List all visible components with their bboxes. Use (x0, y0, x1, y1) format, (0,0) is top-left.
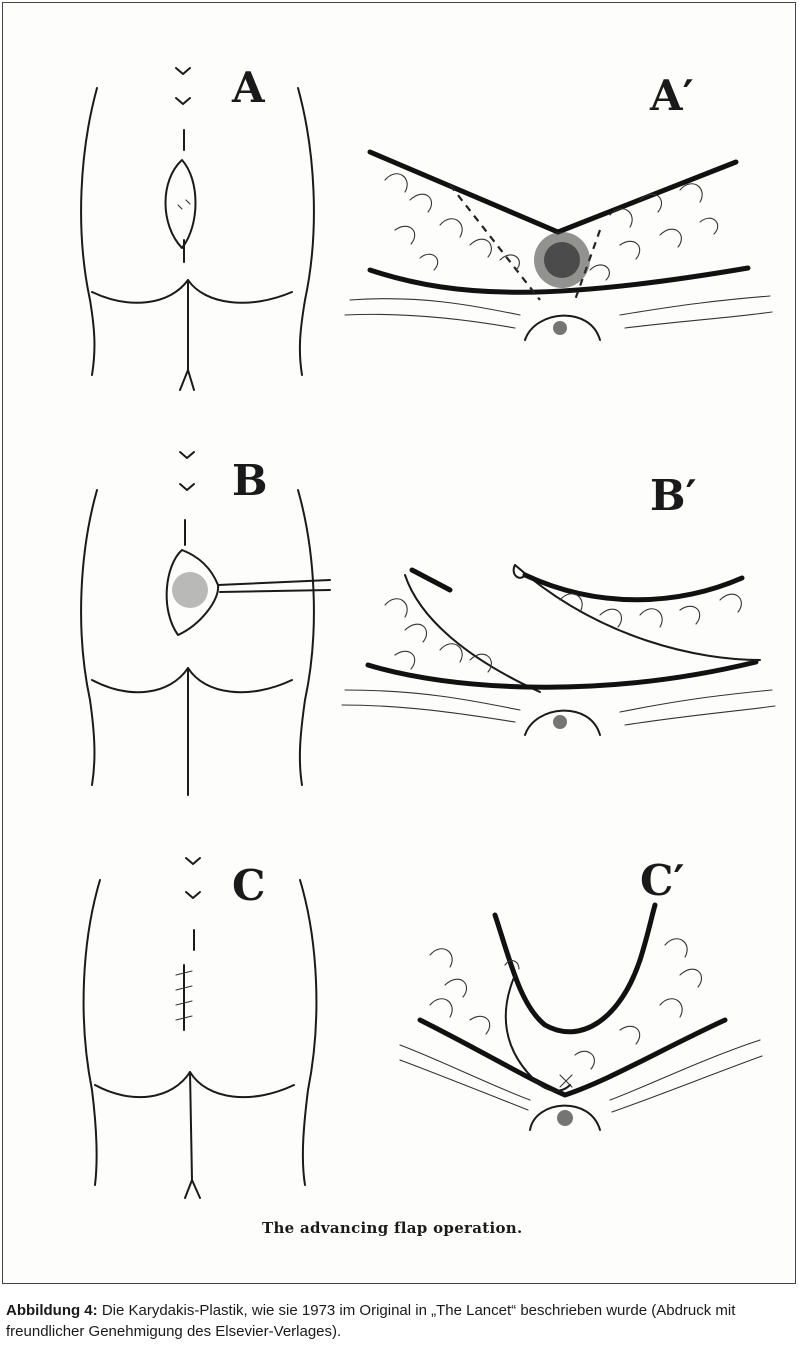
panel-c-back-drawing (82, 857, 318, 1199)
panel-label-c-prime: C′ (640, 856, 685, 905)
panel-label-b: B (232, 456, 268, 505)
panel-a-back-drawing (80, 67, 315, 391)
figure-caption: Abbildung 4: Die Karydakis-Plastik, wie … (6, 1300, 792, 1342)
drawing-caption: The advancing flap operation. (262, 1219, 523, 1237)
figure-caption-label: Abbildung 4: (6, 1302, 98, 1319)
figure-caption-text: Die Karydakis-Plastik, wie sie 1973 im O… (6, 1302, 736, 1340)
panel-label-a: A (231, 63, 266, 112)
panel-label-c: C (232, 861, 265, 910)
panel-a-prime-cross-section (344, 149, 773, 341)
panel-c-prime-cross-section (399, 902, 763, 1131)
panel-b-back-drawing (80, 451, 331, 796)
panel-label-a-prime: A′ (649, 71, 694, 120)
panel-label-b-prime: B′ (650, 471, 697, 520)
figure-frame (2, 2, 796, 1284)
illustration: A A′ B B′ (80, 63, 776, 1237)
panel-b-prime-cross-section (341, 564, 776, 736)
